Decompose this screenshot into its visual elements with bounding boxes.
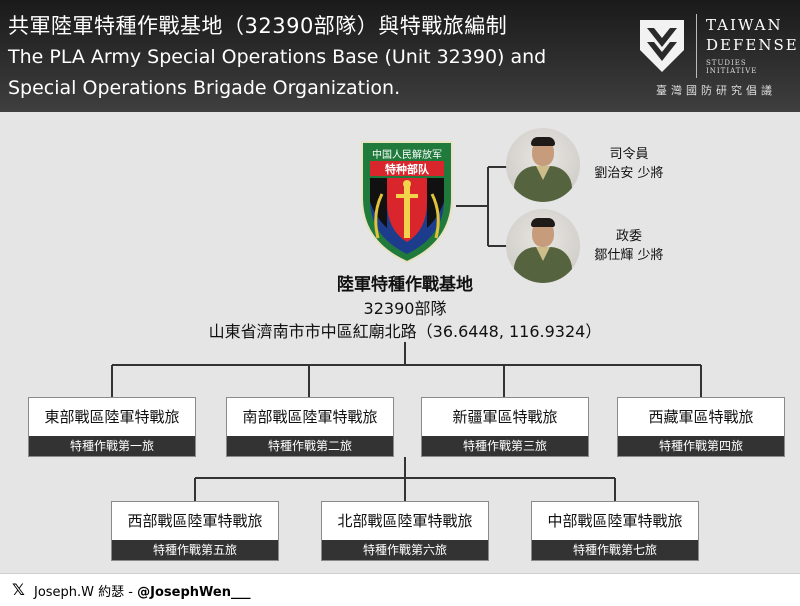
commissar-info: 政委 鄒仕輝 少將 bbox=[574, 227, 684, 265]
brigade-unit: 特種作戰第六旅 bbox=[322, 540, 488, 560]
brigade-name: 西藏軍區特戰旅 bbox=[648, 408, 754, 426]
brigade-unit: 特種作戰第二旅 bbox=[227, 436, 393, 456]
brigade-box-eastern: 東部戰區陸軍特戰旅 特種作戰第一旅 bbox=[28, 397, 196, 457]
brigade-unit: 特種作戰第三旅 bbox=[422, 436, 588, 456]
base-unit: 32390部隊 bbox=[363, 299, 447, 318]
logo-text-studies: STUDIES INITIATIVE bbox=[706, 59, 758, 75]
brigade-box-xinjiang: 新疆軍區特戰旅 特種作戰第三旅 bbox=[421, 397, 589, 457]
brigade-name: 新疆軍區特戰旅 bbox=[452, 408, 558, 426]
header-banner: 共軍陸軍特種作戰基地（32390部隊）與特戰旅編制 The PLA Army S… bbox=[0, 0, 800, 112]
logo-text-defense: DEFENSE bbox=[706, 36, 799, 54]
commander-title: 司令員 bbox=[609, 147, 649, 162]
brigade-name: 北部戰區陸軍特戰旅 bbox=[337, 512, 473, 530]
emblem-dagger-guard bbox=[396, 194, 418, 198]
title-english-line1: The PLA Army Special Operations Base (Un… bbox=[8, 46, 547, 68]
logo-divider bbox=[696, 14, 697, 78]
author-credit[interactable]: Joseph.W 約瑟 - @JosephWen___ bbox=[34, 581, 250, 600]
title-chinese: 共軍陸軍特種作戰基地（32390部隊）與特戰旅編制 bbox=[8, 14, 508, 38]
emblem-dagger-blade bbox=[404, 184, 410, 238]
emblem-wreath-right bbox=[430, 193, 440, 239]
base-name: 陸軍特種作戰基地 bbox=[337, 275, 473, 295]
author-handle[interactable]: @JosephWen___ bbox=[137, 585, 251, 600]
brigade-box-southern: 南部戰區陸軍特戰旅 特種作戰第二旅 bbox=[226, 397, 394, 457]
emblem-red-band bbox=[370, 161, 444, 176]
taiwan-defense-shield-logo-icon bbox=[640, 20, 684, 72]
brigade-unit: 特種作戰第七旅 bbox=[532, 540, 698, 560]
commander-name: 劉治安 少將 bbox=[594, 166, 664, 181]
brigade-box-western: 西部戰區陸軍特戰旅 特種作戰第五旅 bbox=[111, 501, 279, 561]
emblem-wreath-left bbox=[374, 193, 384, 239]
x-logo-icon[interactable]: 𝕏 bbox=[12, 580, 25, 599]
emblem-dagger-pommel bbox=[403, 180, 411, 188]
brigade-box-northern: 北部戰區陸軍特戰旅 特種作戰第六旅 bbox=[321, 501, 489, 561]
emblem-band-text: 特种部队 bbox=[385, 162, 430, 176]
footer: 𝕏 Joseph.W 約瑟 - @JosephWen___ bbox=[0, 573, 800, 606]
brigade-name: 東部戰區陸軍特戰旅 bbox=[44, 408, 180, 426]
commander-info: 司令員 劉治安 少將 bbox=[574, 145, 684, 183]
emblem-top-band bbox=[366, 146, 448, 161]
brigade-unit: 特種作戰第一旅 bbox=[29, 436, 195, 456]
commander-portrait-icon bbox=[506, 128, 580, 202]
title-english-line2: Special Operations Brigade Organization. bbox=[8, 77, 401, 99]
brigade-box-tibet: 西藏軍區特戰旅 特種作戰第四旅 bbox=[617, 397, 785, 457]
logo-text-chinese: 臺灣國防研究倡議 bbox=[656, 84, 776, 97]
brigade-name: 南部戰區陸軍特戰旅 bbox=[242, 408, 378, 426]
brigade-box-central: 中部戰區陸軍特戰旅 特種作戰第七旅 bbox=[531, 501, 699, 561]
emblem-top-text: 中国人民解放军 bbox=[372, 148, 442, 161]
pla-special-forces-emblem: 中国人民解放军 特种部队 bbox=[361, 141, 453, 264]
brigade-unit: 特種作戰第四旅 bbox=[618, 436, 784, 456]
commissar-portrait-icon bbox=[506, 209, 580, 283]
taiwan-defense-logo[interactable]: TAIWAN DEFENSE STUDIES INITIATIVE 臺灣國防研究… bbox=[636, 14, 799, 100]
brigade-unit: 特種作戰第五旅 bbox=[112, 540, 278, 560]
brigade-name: 中部戰區陸軍特戰旅 bbox=[547, 512, 683, 530]
author-name: Joseph.W 約瑟 - bbox=[34, 585, 138, 600]
commissar-name: 鄒仕輝 少將 bbox=[594, 248, 664, 263]
logo-text-taiwan: TAIWAN bbox=[706, 16, 783, 34]
brigade-name: 西部戰區陸軍特戰旅 bbox=[127, 512, 263, 530]
commissar-title: 政委 bbox=[615, 229, 642, 244]
base-address: 山東省濟南市市中區紅廟北路（36.6448, 116.9324） bbox=[208, 322, 602, 341]
